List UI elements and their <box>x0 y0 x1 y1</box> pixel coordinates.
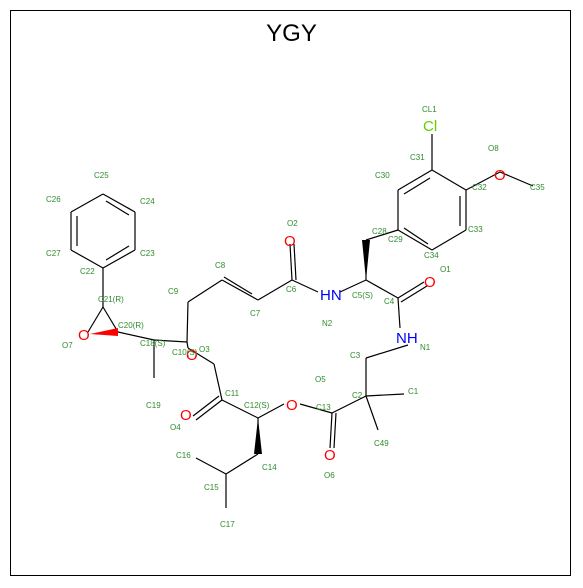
label-c4: C4 <box>384 297 395 306</box>
label-c18: C18(S) <box>140 339 166 348</box>
oxygen-o7: O <box>78 327 90 344</box>
label-c35: C35 <box>530 183 545 192</box>
label-c22: C22 <box>80 267 95 276</box>
oxygen-o8: O <box>494 167 506 184</box>
label-c10: C10(S) <box>172 348 198 357</box>
label-cl1: CL1 <box>422 105 437 114</box>
oxygen-o5: O <box>286 397 298 414</box>
label-o5: O5 <box>315 375 326 384</box>
oxygen-o6: O <box>324 447 336 464</box>
nitrogen-n1: NH <box>396 330 418 347</box>
label-o2: O2 <box>287 219 298 228</box>
label-n2: N2 <box>322 319 333 328</box>
oxygen-o4: O <box>180 407 192 424</box>
label-n1: N1 <box>420 343 431 352</box>
label-c11: C11 <box>225 389 240 398</box>
label-c9: C9 <box>168 287 179 296</box>
bonds <box>70 134 534 508</box>
label-c29: C29 <box>388 235 403 244</box>
label-c13: C13 <box>316 403 331 412</box>
label-c49: C49 <box>374 439 389 448</box>
label-c15: C15 <box>204 483 219 492</box>
molecule-title: YGY <box>266 20 317 47</box>
label-c14: C14 <box>262 463 277 472</box>
label-c8: C8 <box>215 261 226 270</box>
label-o4: O4 <box>170 423 181 432</box>
label-c2: C2 <box>352 391 363 400</box>
label-c20: C20(R) <box>118 321 144 330</box>
label-c31: C31 <box>410 153 425 162</box>
label-c28: C28 <box>372 227 387 236</box>
oxygen-o3: O <box>186 347 198 364</box>
label-c6: C6 <box>286 285 297 294</box>
diagram-frame <box>10 10 571 576</box>
label-c25: C25 <box>94 171 109 180</box>
label-o6: O6 <box>324 471 335 480</box>
label-c23: C23 <box>140 249 155 258</box>
label-o7: O7 <box>62 341 73 350</box>
label-o8: O8 <box>488 144 499 153</box>
label-c19: C19 <box>146 401 161 410</box>
label-o1: O1 <box>440 265 451 274</box>
label-c30: C30 <box>375 171 390 180</box>
label-c17: C17 <box>220 520 235 529</box>
label-c1: C1 <box>408 387 419 396</box>
label-o3: O3 <box>199 345 210 354</box>
label-c16: C16 <box>176 451 191 460</box>
chlorine-cl1: Cl <box>423 118 437 135</box>
label-c7: C7 <box>250 309 261 318</box>
label-c34: C34 <box>424 251 439 260</box>
stereo-wedges <box>90 240 370 454</box>
atom-labels: CL1 O8 C31 C30 C32 C35 C33 C28 C29 C34 O… <box>46 105 545 529</box>
label-c3: C3 <box>350 351 361 360</box>
oxygen-o2: O <box>284 233 296 250</box>
label-c26: C26 <box>46 195 61 204</box>
label-c5: C5(S) <box>352 291 373 300</box>
oxygen-o1: O <box>424 274 436 291</box>
label-c21: C21(R) <box>98 295 124 304</box>
hetero-atoms: O O O O O O O O HN NH Cl <box>78 118 506 464</box>
label-c12: C12(S) <box>244 401 270 410</box>
label-c33: C33 <box>468 225 483 234</box>
nitrogen-n2: HN <box>320 287 342 304</box>
label-c24: C24 <box>140 197 155 206</box>
label-c27: C27 <box>46 249 61 258</box>
label-c32: C32 <box>472 183 487 192</box>
